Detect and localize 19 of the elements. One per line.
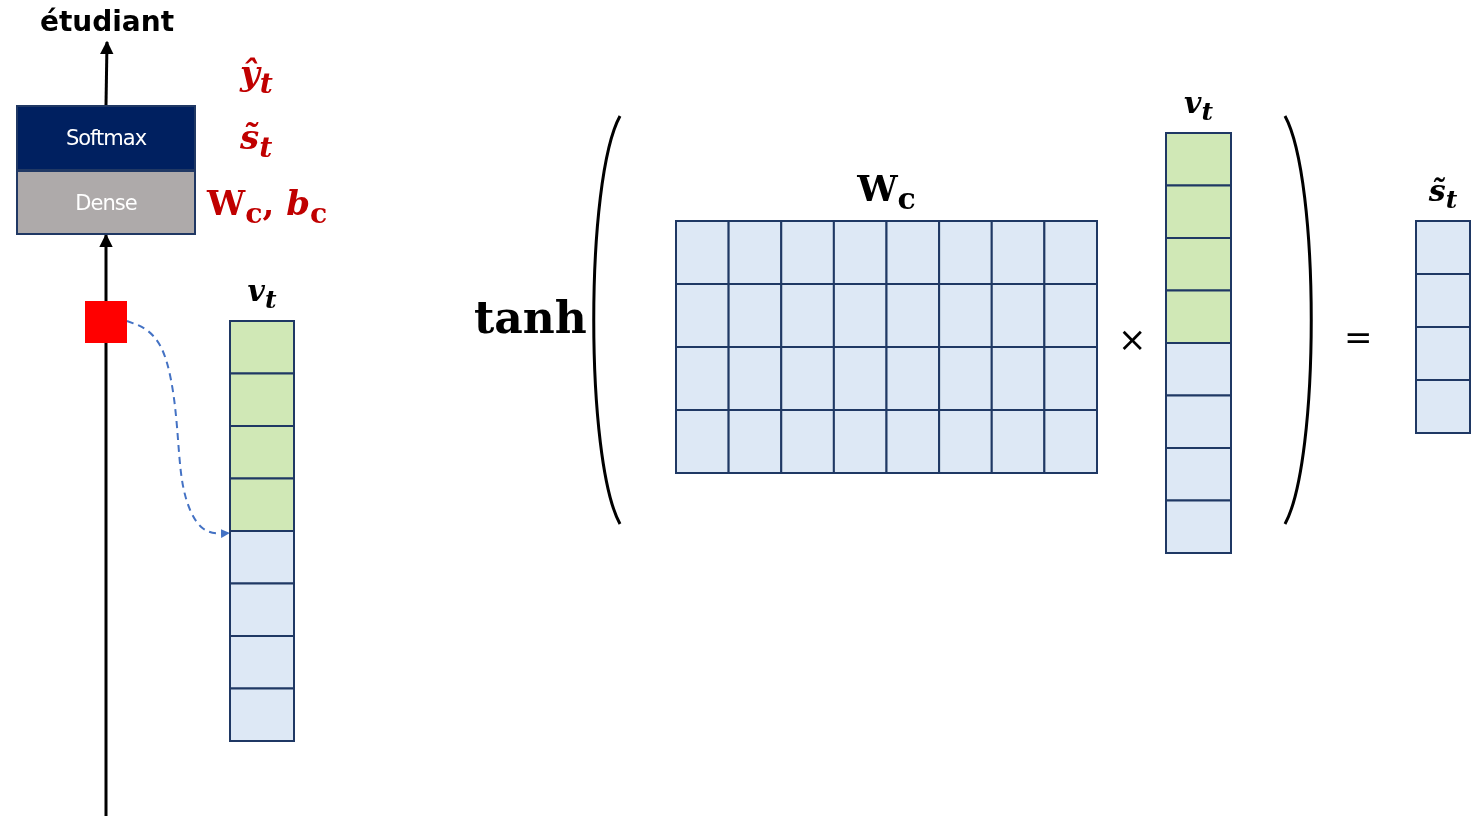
layer-label: Dense: [75, 190, 137, 215]
hidden-state-square: [85, 301, 127, 343]
layer-label: Softmax: [65, 126, 147, 150]
dashed-arrow: [126, 320, 230, 539]
vector-label: s̃$_{t}$: [1427, 176, 1459, 212]
vector-label: W$_{c}$: [856, 170, 917, 215]
layer-box: [16, 170, 196, 235]
arrow: [99, 233, 113, 301]
math-label: ŷ$_{t}$: [240, 56, 273, 98]
arrow: [100, 40, 114, 106]
layer-box: [16, 105, 196, 171]
function-name: tanh: [474, 296, 587, 340]
math-label: s̃$_{t}$: [240, 120, 273, 162]
times-sign: ×: [1118, 322, 1147, 356]
equals-sign: =: [1344, 320, 1373, 354]
vector-label: v$_{t}$: [246, 276, 278, 312]
vector-label: v$_{t}$: [1183, 88, 1214, 124]
math-label: W$_{c}$, b$_{c}$: [207, 186, 328, 228]
output-word: étudiant: [39, 5, 175, 38]
